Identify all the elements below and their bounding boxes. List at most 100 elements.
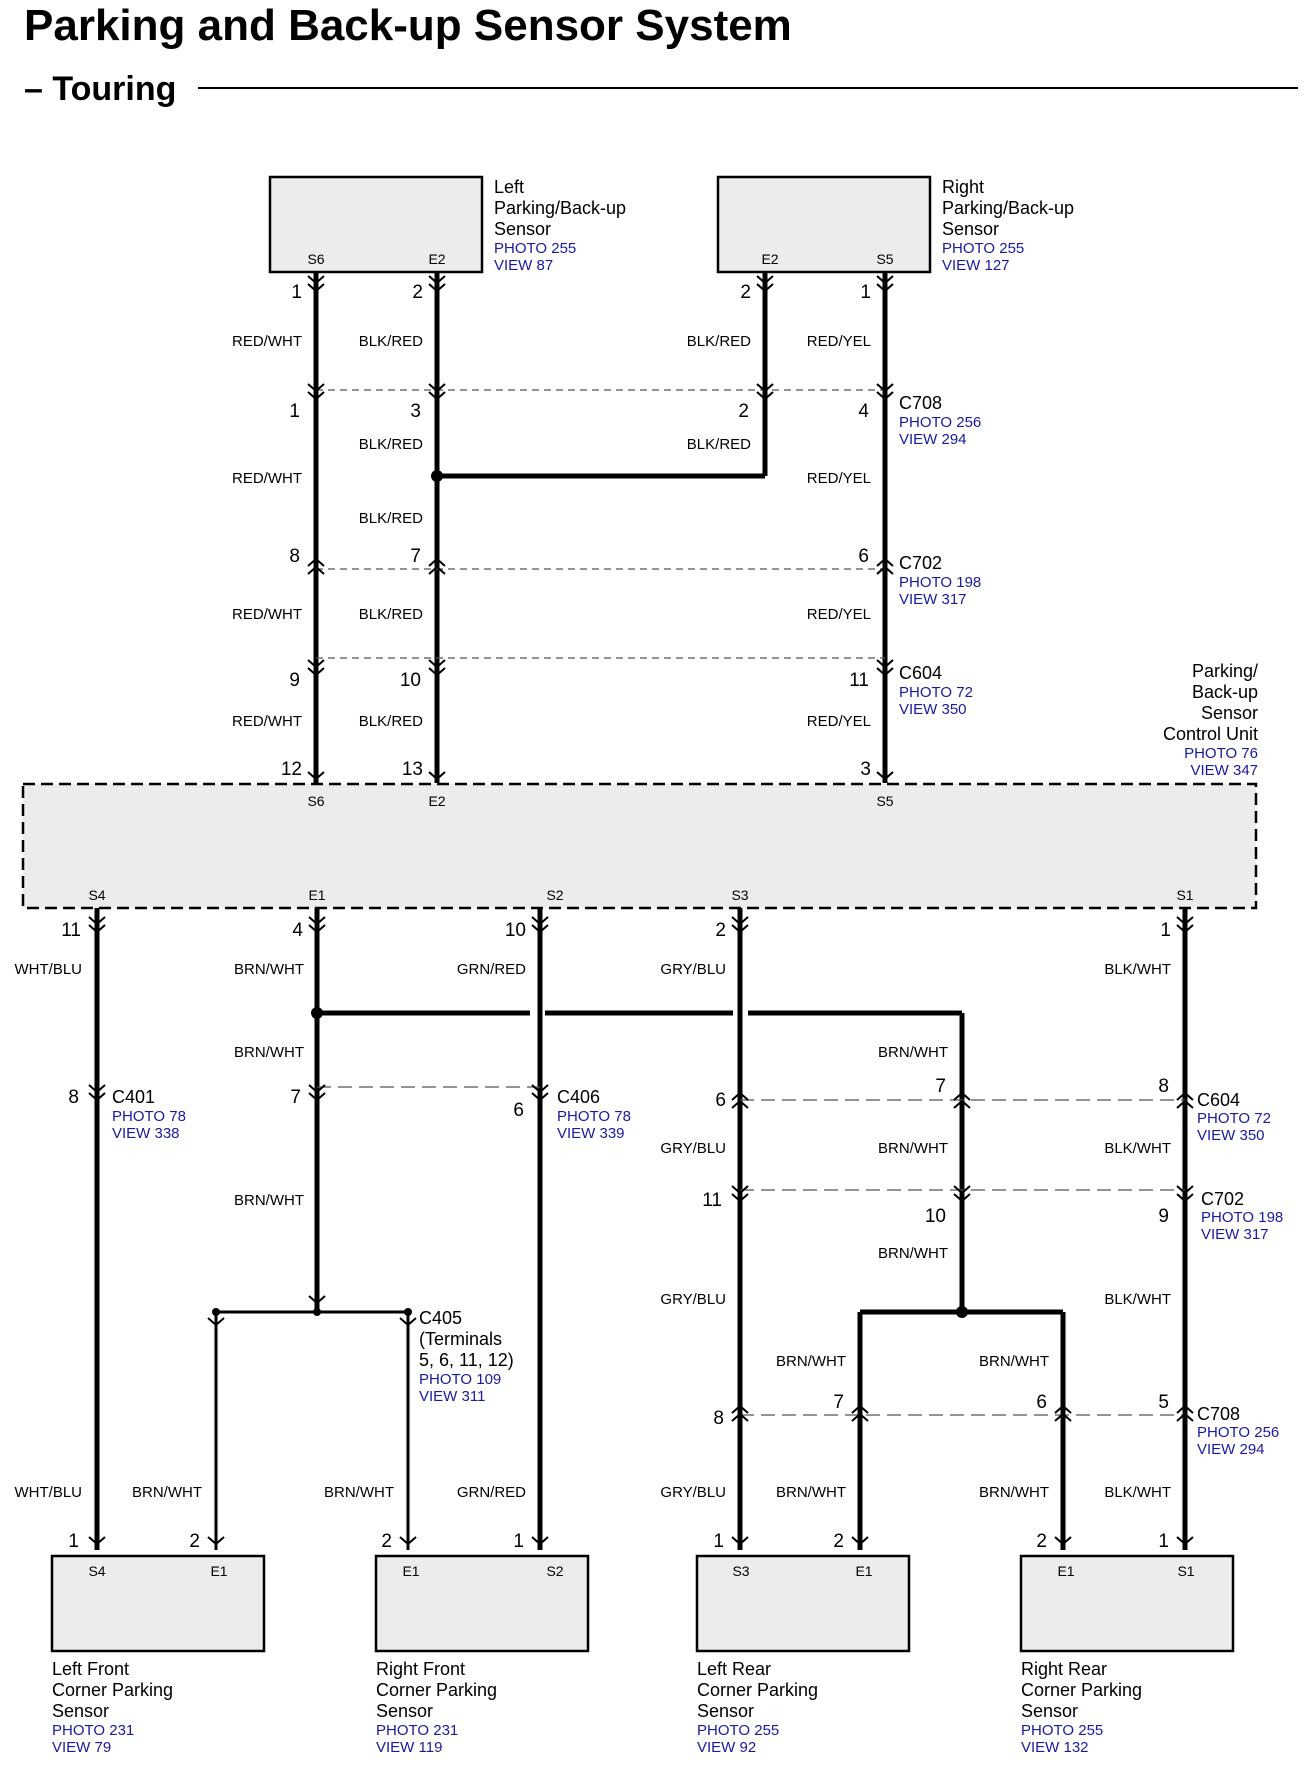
component-name: Left	[494, 177, 524, 197]
component-name: Sensor	[494, 219, 551, 239]
pin-number: 1	[1160, 920, 1171, 941]
connector-c405: C405 (Terminals 5, 6, 11, 12) PHOTO 109 …	[419, 1308, 514, 1405]
pin-number: 11	[849, 670, 869, 691]
connector-c604-top: C604 PHOTO 72 VIEW 350	[899, 663, 973, 718]
view-ref: VIEW 350	[1197, 1127, 1265, 1144]
component-name: Sensor	[942, 219, 999, 239]
wire-color-label: BRN/WHT	[878, 1140, 948, 1157]
view-ref: VIEW 119	[376, 1739, 442, 1756]
wire-color-label: BRN/WHT	[776, 1353, 846, 1370]
splice-point	[431, 470, 443, 482]
component-name: Sensor	[52, 1701, 109, 1721]
photo-ref: PHOTO 256	[899, 414, 981, 431]
wire-color-label: BLK/RED	[359, 606, 423, 623]
top-pin-marks	[307, 275, 894, 781]
photo-ref: PHOTO 78	[112, 1108, 186, 1125]
component-name: Sensor	[376, 1701, 433, 1721]
connector-c702-bottom: C702 PHOTO 198 VIEW 317	[1201, 1189, 1283, 1243]
view-ref: VIEW 317	[899, 591, 967, 608]
wire-color-label: BRN/WHT	[234, 1044, 304, 1061]
component-name: Sensor	[1201, 703, 1258, 723]
photo-ref: PHOTO 256	[1197, 1424, 1279, 1441]
connector-name: C604	[1197, 1090, 1240, 1110]
photo-ref: PHOTO 109	[419, 1371, 501, 1388]
pin-number: 8	[289, 546, 300, 567]
wire-color-label: RED/YEL	[807, 713, 871, 730]
pin-number: 7	[833, 1392, 844, 1413]
component-name: Right Front	[376, 1659, 465, 1679]
component-name: Corner Parking	[1021, 1680, 1142, 1700]
component-name: Right	[942, 177, 984, 197]
wire-color-label: GRY/BLU	[660, 1140, 726, 1157]
pin-number: 9	[1158, 1206, 1169, 1227]
terminal-label: E1	[1057, 1563, 1074, 1579]
splice-point	[404, 1308, 412, 1316]
terminal-label: E2	[428, 251, 445, 267]
terminal-label: S3	[731, 887, 748, 903]
connector-name: C401	[112, 1087, 155, 1107]
pin-number: 13	[402, 759, 423, 780]
terminal-label: S2	[546, 1563, 563, 1579]
pin-number: 1	[289, 401, 300, 422]
pin-number: 6	[1036, 1392, 1047, 1413]
wire-color-label: BRN/WHT	[234, 961, 304, 978]
pin-number: 8	[68, 1087, 79, 1108]
component-name: Corner Parking	[52, 1680, 173, 1700]
pin-number: 6	[715, 1090, 726, 1111]
wire-color-label: RED/WHT	[232, 606, 302, 623]
wire-color-label: GRN/RED	[457, 961, 526, 978]
wire-color-label: RED/WHT	[232, 333, 302, 350]
c405-thin-wires	[214, 1310, 410, 1550]
wire-color-label: RED/YEL	[807, 470, 871, 487]
component-name: Sensor	[697, 1701, 754, 1721]
photo-ref: PHOTO 255	[942, 240, 1024, 257]
photo-ref: PHOTO 198	[1201, 1209, 1283, 1226]
pin-number: 6	[513, 1100, 524, 1121]
terminal-label: S6	[307, 793, 324, 809]
photo-ref: PHOTO 198	[899, 574, 981, 591]
connector-c708-top: C708 PHOTO 256 VIEW 294	[899, 393, 981, 448]
pin-number: 1	[68, 1531, 79, 1552]
pin-number: 2	[715, 920, 726, 941]
pin-number: 1	[513, 1531, 524, 1552]
wire-color-label: BLK/WHT	[1104, 1291, 1171, 1308]
right-rear-corner-sensor: E1 S1 Right Rear Corner Parking Sensor P…	[1019, 1554, 1235, 1756]
pin-number: 3	[860, 759, 871, 780]
pin-number: 11	[61, 920, 81, 941]
connector-name: C702	[1201, 1189, 1244, 1209]
component-name: Sensor	[1021, 1701, 1078, 1721]
bottom-wire-labels: WHT/BLU BRN/WHT GRN/RED GRY/BLU BLK/WHT …	[15, 961, 1172, 1501]
top-wires	[313, 272, 888, 783]
pin-number: 4	[858, 401, 869, 422]
pin-number: 2	[412, 282, 423, 303]
wire-color-label: WHT/BLU	[15, 961, 83, 978]
bottom-connector-lines	[317, 1086, 1185, 1416]
left-parking-backup-sensor: S6 E2 Left Parking/Back-up Sensor PHOTO …	[268, 175, 626, 274]
view-ref: VIEW 132	[1021, 1739, 1089, 1756]
connector-name: C604	[899, 663, 942, 683]
pin-number: 12	[281, 759, 302, 780]
page-subtitle: – Touring	[24, 70, 176, 108]
view-ref: VIEW 87	[494, 257, 553, 274]
splice-point	[313, 1308, 321, 1316]
view-ref: VIEW 347	[1190, 762, 1258, 779]
right-parking-backup-sensor: E2 S5 Right Parking/Back-up Sensor PHOTO…	[716, 175, 1074, 274]
photo-ref: PHOTO 78	[557, 1108, 631, 1125]
wire-color-label: WHT/BLU	[15, 1484, 83, 1501]
wire-color-label: BLK/RED	[687, 436, 751, 453]
connector-name: C702	[899, 553, 942, 573]
component-name: Corner Parking	[376, 1680, 497, 1700]
pin-number: 11	[702, 1190, 722, 1211]
terminal-label: E1	[402, 1563, 419, 1579]
terminal-label: E2	[761, 251, 778, 267]
component-name: Control Unit	[1163, 724, 1258, 744]
pin-number: 1	[1158, 1531, 1169, 1552]
connector-c702-top: C702 PHOTO 198 VIEW 317	[899, 553, 981, 608]
photo-ref: PHOTO 76	[1184, 745, 1258, 762]
wire-color-label: BLK/RED	[359, 713, 423, 730]
wire-color-label: BRN/WHT	[776, 1484, 846, 1501]
pin-number: 2	[381, 1531, 392, 1552]
photo-ref: PHOTO 255	[494, 240, 576, 257]
splice-point	[956, 1306, 968, 1318]
view-ref: VIEW 127	[942, 257, 1010, 274]
